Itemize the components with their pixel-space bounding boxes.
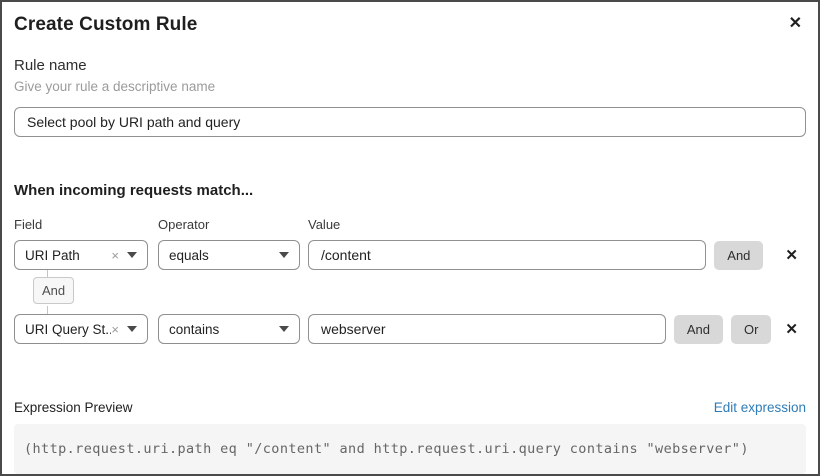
clear-icon[interactable]: × xyxy=(111,321,119,337)
connector-and-chip: And xyxy=(33,277,75,304)
chevron-down-icon xyxy=(127,326,137,332)
expression-code-preview: (http.request.uri.path eq "/content" and… xyxy=(14,424,806,474)
edit-expression-link[interactable]: Edit expression xyxy=(713,400,806,415)
rule-name-input[interactable] xyxy=(14,107,806,137)
condition-connector: And xyxy=(14,270,806,314)
operator-column-label: Operator xyxy=(158,217,210,232)
match-section-heading: When incoming requests match... xyxy=(14,182,254,199)
operator-select[interactable]: contains xyxy=(158,314,300,344)
clear-icon[interactable]: × xyxy=(111,247,119,263)
value-column-label: Value xyxy=(308,217,341,232)
delete-row-icon[interactable]: ✕ xyxy=(785,320,798,338)
dialog-header: Create Custom Rule ✕ xyxy=(2,2,818,36)
and-button[interactable]: And xyxy=(673,314,723,344)
condition-column-labels: Field Operator Value xyxy=(14,217,806,232)
field-select[interactable]: URI Path × xyxy=(14,240,148,270)
condition-row: URI Query St... × contains And Or ✕ xyxy=(14,314,806,344)
operator-select-value: equals xyxy=(169,247,209,263)
expression-preview-label: Expression Preview xyxy=(14,400,133,415)
chevron-down-icon xyxy=(279,326,289,332)
connector-line xyxy=(47,306,48,314)
condition-row: URI Path × equals And ✕ xyxy=(14,240,806,270)
expression-preview-header: Expression Preview Edit expression xyxy=(14,400,806,415)
operator-select[interactable]: equals xyxy=(158,240,300,270)
field-column-label: Field xyxy=(14,217,43,232)
or-button[interactable]: Or xyxy=(730,314,772,344)
rule-name-helper-text: Give your rule a descriptive name xyxy=(14,79,216,94)
operator-select-value: contains xyxy=(169,321,220,337)
value-input[interactable] xyxy=(308,240,707,270)
rule-name-label: Rule name xyxy=(14,57,87,74)
chevron-down-icon xyxy=(279,252,289,258)
and-button[interactable]: And xyxy=(714,240,764,270)
close-icon[interactable]: ✕ xyxy=(785,14,806,34)
value-input[interactable] xyxy=(308,314,666,344)
connector-line xyxy=(47,270,48,277)
field-select-value: URI Path xyxy=(25,247,80,263)
delete-row-icon[interactable]: ✕ xyxy=(785,246,798,264)
chevron-down-icon xyxy=(127,252,137,258)
field-select-value: URI Query St... xyxy=(25,321,112,337)
field-select[interactable]: URI Query St... × xyxy=(14,314,148,344)
dialog-title: Create Custom Rule xyxy=(14,14,198,35)
